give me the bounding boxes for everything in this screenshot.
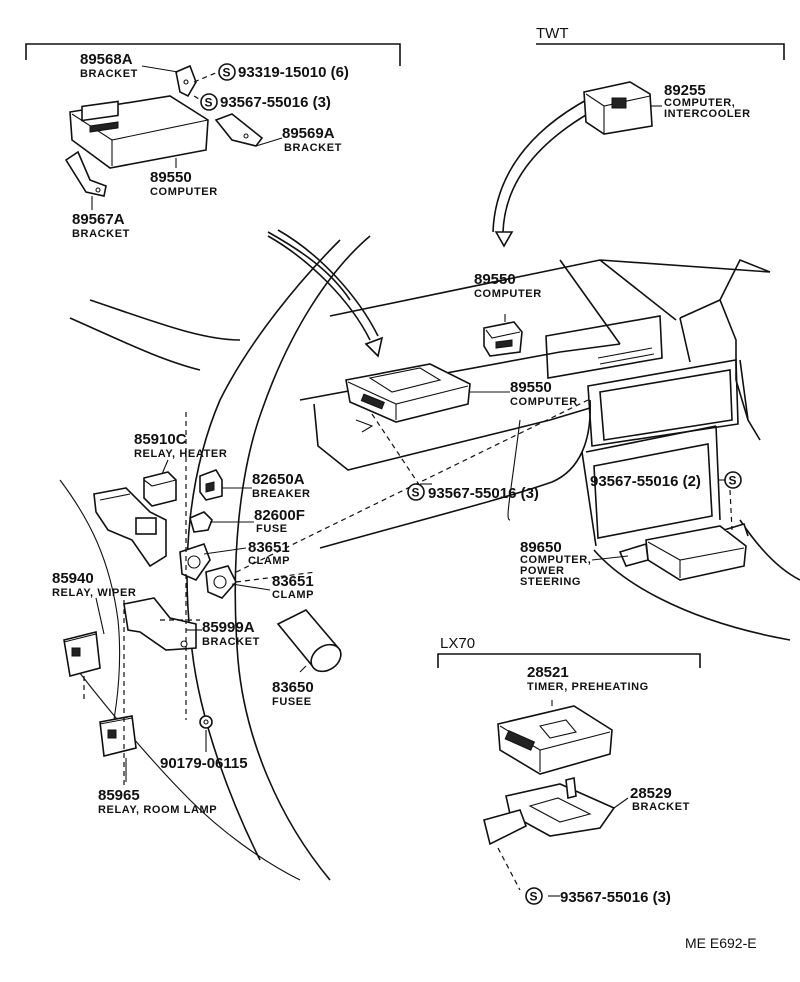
computer-89550-top xyxy=(69,95,209,169)
section-title-twt: TWT xyxy=(536,25,568,42)
part-number-89255: 89255 xyxy=(664,82,706,99)
part-number-28521: 28521 xyxy=(527,664,569,681)
s-symbol-93567-right: S xyxy=(724,471,742,489)
part-name-83650: FUSEE xyxy=(272,696,312,708)
fuse-82600F xyxy=(189,511,213,533)
part-number-83650: 83650 xyxy=(272,679,314,696)
mid-dashed-leaders xyxy=(219,399,733,581)
arrow-to-computer xyxy=(267,229,384,358)
s-symbol-93319-letter: S xyxy=(223,66,231,80)
s-symbol-93567-bottom: S xyxy=(525,887,543,905)
relay-85940 xyxy=(63,631,101,677)
part-name-89550-large: COMPUTER xyxy=(510,396,578,408)
breaker-82650A xyxy=(199,469,223,501)
part-text-93567-mid: 93567-55016 (3) xyxy=(428,485,539,502)
dashboard-outline xyxy=(59,231,800,881)
part-number-89550-top: 89550 xyxy=(150,169,192,186)
left-dashed-leaders xyxy=(83,412,317,788)
part-number-89550-mid: 89550 xyxy=(474,271,516,288)
s-symbol-93567-mid: S xyxy=(407,483,425,501)
lx70-section-frame: LX70 xyxy=(437,635,701,668)
bracket-89568A xyxy=(175,64,197,98)
part-name-83651-b: CLAMP xyxy=(272,589,314,601)
relay-85965 xyxy=(99,715,137,757)
part-text-93319: 93319-15010 (6) xyxy=(238,64,349,81)
part-name-85940: RELAY, WIPER xyxy=(52,587,136,599)
twt-section-frame: TWT xyxy=(536,25,785,60)
bracket-89567A xyxy=(64,150,107,197)
part-name-89550-mid: COMPUTER xyxy=(474,288,542,300)
figure-code: ME E692-E xyxy=(685,935,757,951)
arrow-twt-to-dash xyxy=(492,97,599,248)
part-name3-89650: STEERING xyxy=(520,576,581,588)
part-text-93567-top: 93567-55016 (3) xyxy=(220,94,331,111)
part-name2-89255: INTERCOOLER xyxy=(664,108,751,120)
s-symbol-93319: S xyxy=(218,63,236,81)
clamp-83651-a xyxy=(179,542,211,581)
part-text-93567-right: 93567-55016 (2) xyxy=(590,473,701,490)
s-symbol-93567-mid-letter: S xyxy=(412,486,420,500)
part-number-89567A: 89567A xyxy=(72,211,125,228)
timer-28521 xyxy=(497,705,613,775)
relay-block-assembly xyxy=(93,487,167,568)
bracket-85999A xyxy=(123,597,197,651)
part-name-82650A: BREAKER xyxy=(252,488,311,500)
part-number-82600F: 82600F xyxy=(254,507,305,524)
part-name-85965: RELAY, ROOM LAMP xyxy=(98,804,217,816)
bracket-89569A xyxy=(214,113,264,147)
fusee-83650 xyxy=(276,609,342,673)
part-number-89550-large: 89550 xyxy=(510,379,552,396)
part-number-89568A: 89568A xyxy=(80,51,133,68)
part-name1-89255: COMPUTER, xyxy=(664,97,735,109)
computer-89550-large xyxy=(345,363,471,433)
s-symbol-93567-bottom-letter: S xyxy=(530,890,538,904)
lx70-dashed-leaders xyxy=(497,847,521,891)
part-number-28529: 28529 xyxy=(630,785,672,802)
part-name-89569A: BRACKET xyxy=(284,142,342,154)
part-number-85965: 85965 xyxy=(98,787,140,804)
part-name-82600F: FUSE xyxy=(256,523,288,535)
relay-85910C xyxy=(143,471,177,507)
s-symbol-93567-top: S xyxy=(200,93,218,111)
part-text-93567-bottom: 93567-55016 (3) xyxy=(560,889,671,906)
part-name-89550-top: COMPUTER xyxy=(150,186,218,198)
s-symbol-93567-top-letter: S xyxy=(205,96,213,110)
clamp-83651-b xyxy=(205,565,237,599)
part-number-83651-a: 83651 xyxy=(248,539,290,556)
leader-lines xyxy=(91,65,728,897)
part-name-28521: TIMER, PREHEATING xyxy=(527,681,649,693)
section-title-lx70: LX70 xyxy=(440,635,475,652)
part-number-85940: 85940 xyxy=(52,570,94,587)
part-name-89568A: BRACKET xyxy=(80,68,138,80)
part-number-89650: 89650 xyxy=(520,539,562,556)
computer-89255 xyxy=(583,81,653,135)
computer-89550-small xyxy=(483,321,523,357)
bracket-28529 xyxy=(483,777,616,846)
part-name2-89650: POWER xyxy=(520,565,565,577)
part-number-85910C: 85910C xyxy=(134,431,187,448)
part-name-85910C: RELAY, HEATER xyxy=(134,448,227,460)
part-number-83651-b: 83651 xyxy=(272,573,314,590)
part-number-89569A: 89569A xyxy=(282,125,335,142)
part-name-89567A: BRACKET xyxy=(72,228,130,240)
part-number-90179: 90179-06115 xyxy=(160,755,248,772)
screw-90179 xyxy=(199,715,213,729)
labels: 89568A BRACKET 93319-15010 (6) 93567-550… xyxy=(52,51,757,951)
part-name-85999A: BRACKET xyxy=(202,636,260,648)
part-name-83651-a: CLAMP xyxy=(248,555,290,567)
part-name-28529: BRACKET xyxy=(632,801,690,813)
s-symbol-93567-right-letter: S xyxy=(729,474,737,488)
part-number-82650A: 82650A xyxy=(252,471,305,488)
part-number-85999A: 85999A xyxy=(202,619,255,636)
top-left-group-frame xyxy=(25,43,401,66)
part-name1-89650: COMPUTER, xyxy=(520,554,591,566)
computer-89650 xyxy=(618,523,749,581)
